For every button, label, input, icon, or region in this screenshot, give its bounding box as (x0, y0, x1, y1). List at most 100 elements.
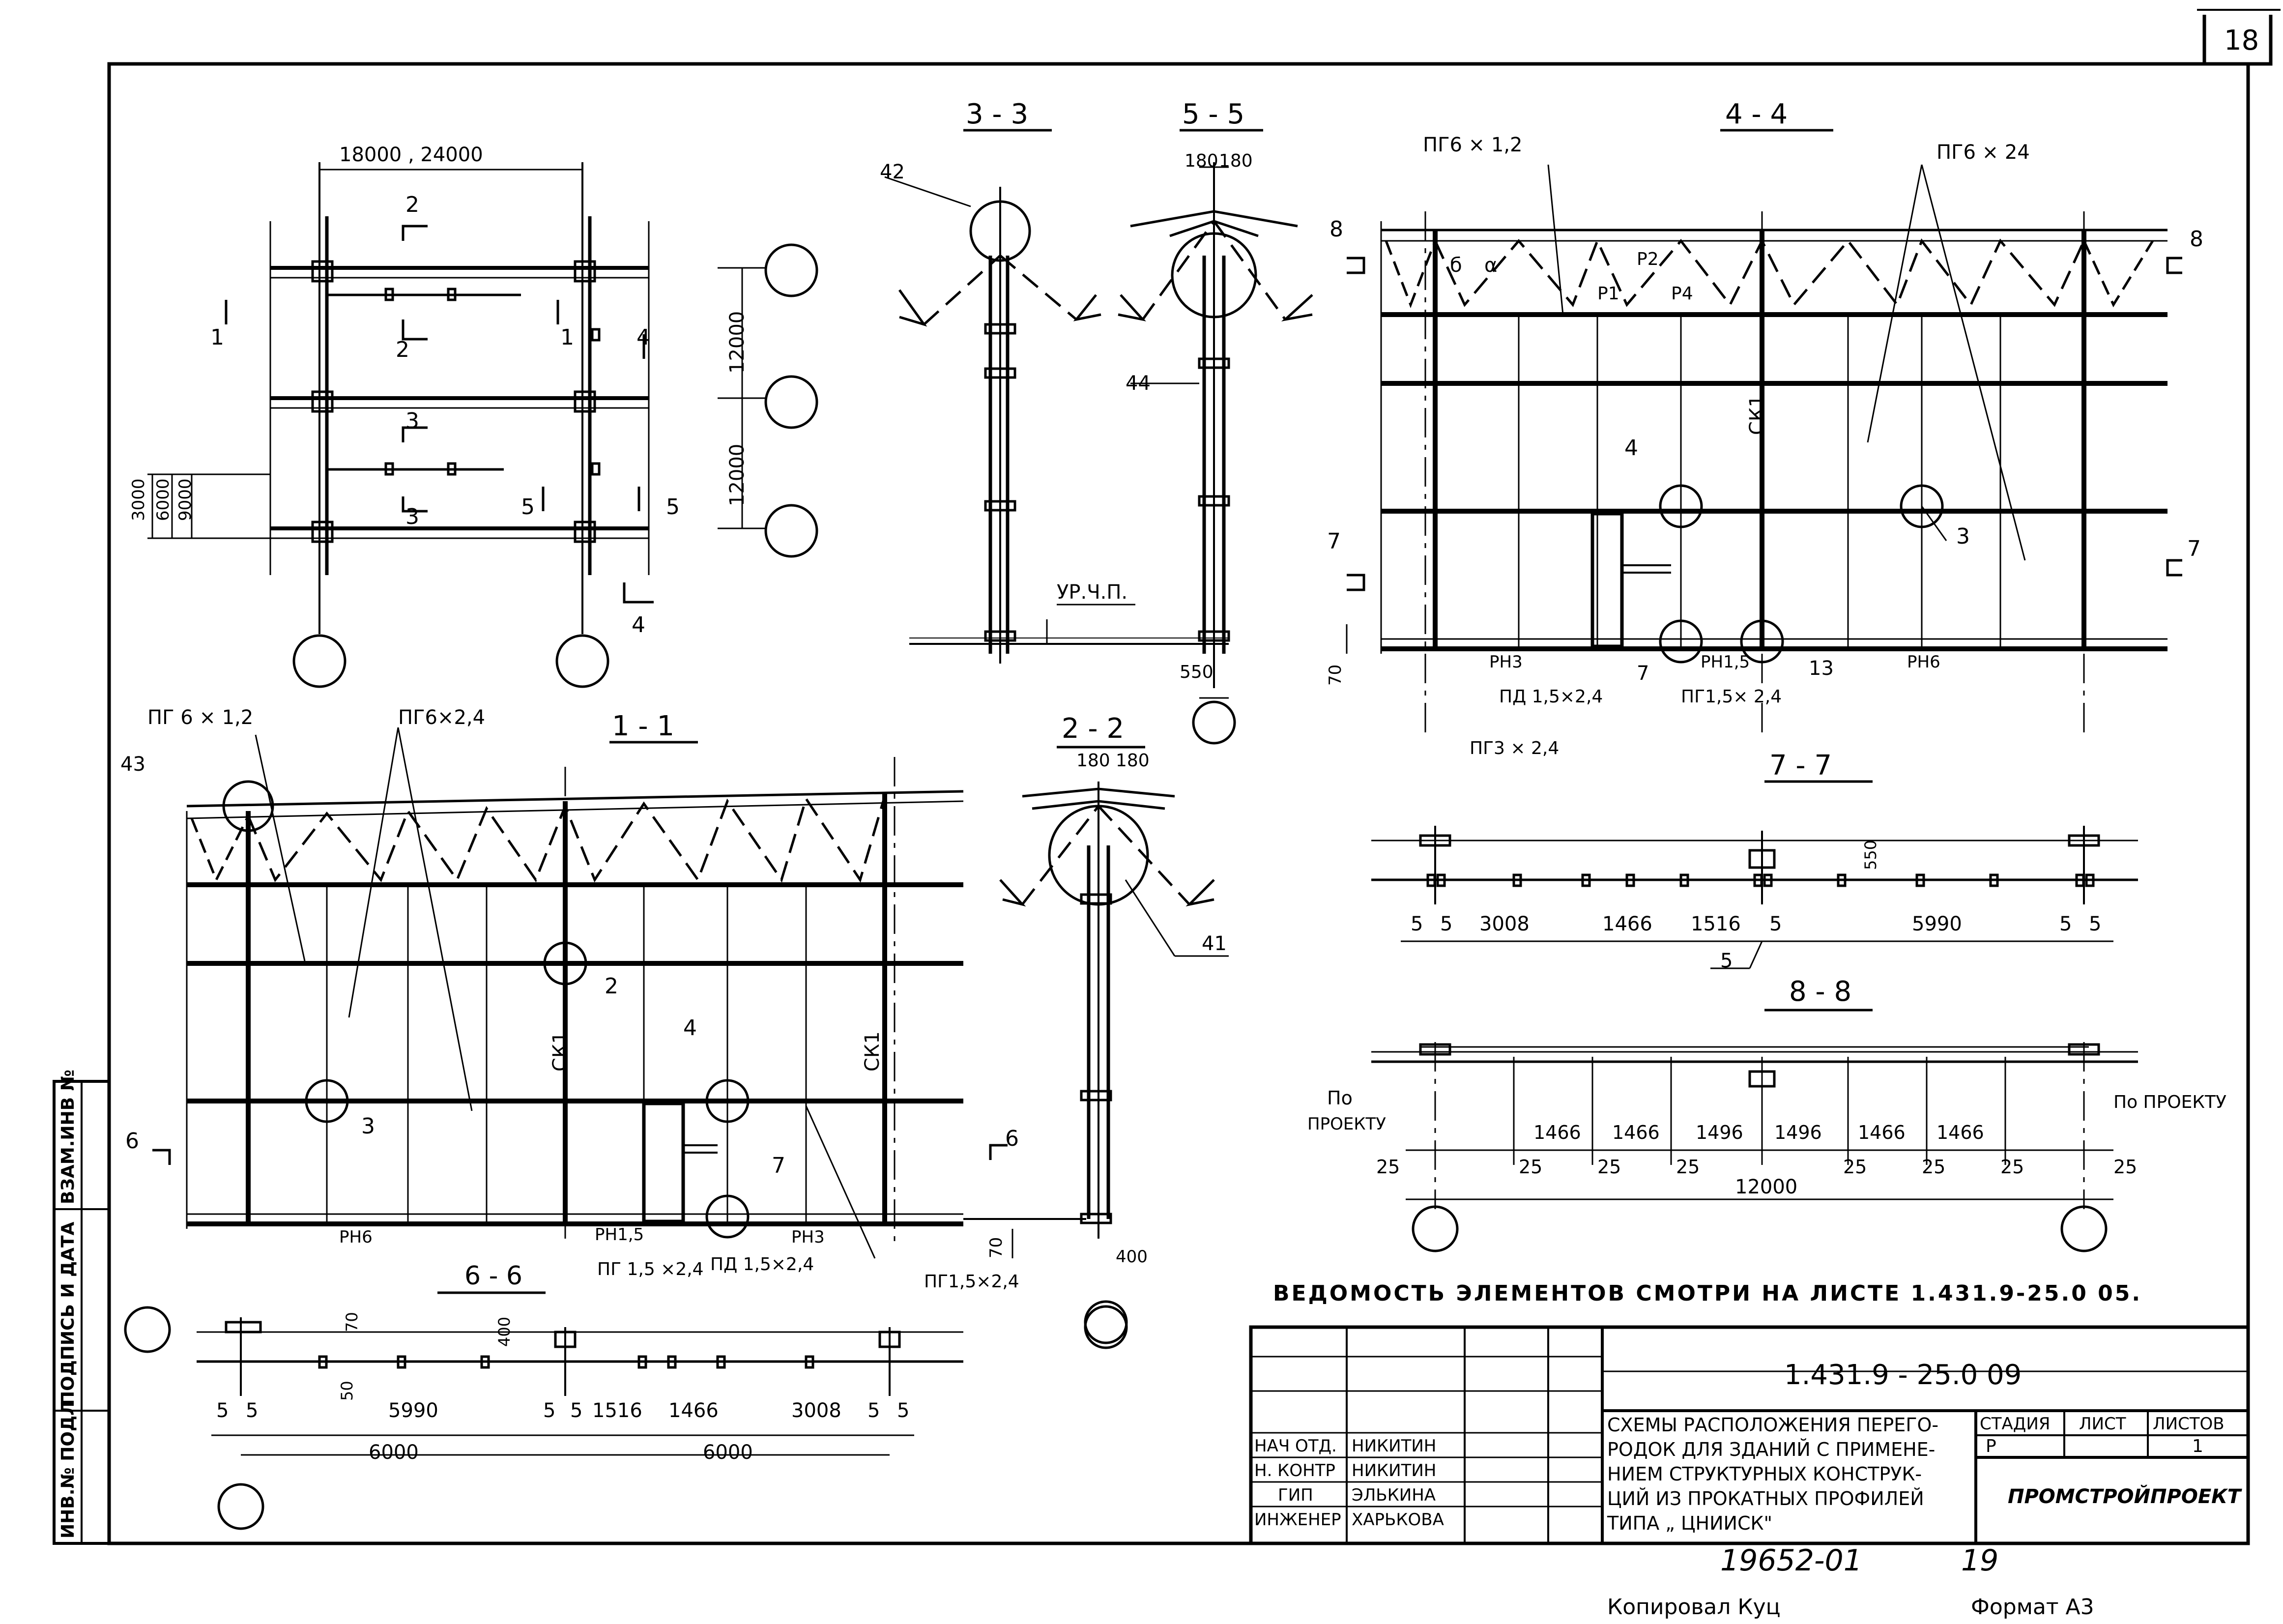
dim88-14: 25 (1922, 1156, 1946, 1178)
callout-13: 13 (1809, 657, 1834, 680)
plan-mark-2a: 2 (405, 192, 419, 217)
archive-page: 19 (1961, 1543, 1999, 1578)
callout-4b: 4 (683, 1015, 697, 1041)
label-ck1-b: СК1 (549, 1031, 572, 1072)
dim66-2: 5990 (388, 1399, 438, 1422)
sig-name-2: НИКИТИН (1352, 1461, 1437, 1480)
plan-dim-9000: 9000 (175, 478, 195, 521)
organization: ПРОМСТРОЙПРОЕКТ (2008, 1485, 2241, 1508)
dim66-7: 3008 (791, 1399, 841, 1422)
label-pg6x24-top: ПГ6 × 24 (1936, 141, 2030, 164)
copied-by: Копировал Куц (1607, 1595, 1781, 1620)
sig-name-3: ЭЛЬКИНА (1352, 1485, 1436, 1505)
title-block-frame (1249, 1325, 2250, 1545)
plan-mark-3a: 3 (405, 408, 419, 434)
label-pg3: ПГ3 × 2,4 (1470, 738, 1560, 758)
plan-dim-3000: 3000 (129, 478, 148, 521)
label-rn3: РН3 (1489, 652, 1523, 672)
floor-level-label: УР.Ч.П. (1057, 581, 1128, 604)
dim66-3: 5 (543, 1399, 556, 1422)
section-2-2 (999, 746, 1229, 1349)
label-rn6: РН6 (1907, 652, 1940, 672)
dim88-7: 1466 (1936, 1122, 1984, 1143)
callout-43: 43 (120, 753, 145, 776)
plan-mark-4a: 4 (636, 325, 650, 350)
dim66-12: 50 (338, 1381, 356, 1401)
label-p1: Р1 (1597, 284, 1619, 304)
section-title-7-7: 7 - 7 (1769, 750, 1832, 782)
label-rn6-b: РН6 (339, 1227, 373, 1247)
section-title-4-4: 4 - 4 (1725, 98, 1788, 130)
callout-3b: 3 (361, 1114, 375, 1139)
label-pg15-c: ПГ1,5×2,4 (924, 1272, 1019, 1292)
section-8-8 (1371, 1009, 2138, 1252)
title-line-1: СХЕМЫ РАСПОЛОЖЕНИЯ ПЕРЕГО- (1607, 1414, 1939, 1436)
dim66-6: 1466 (668, 1399, 719, 1422)
dim77-4: 1516 (1691, 913, 1741, 935)
dim88-2: 1466 (1533, 1122, 1581, 1143)
label-rn3-b: РН3 (791, 1227, 825, 1247)
section-title-5-5: 5 - 5 (1182, 98, 1245, 130)
section-title-1-1: 1 - 1 (612, 710, 675, 742)
label-pd-a: ПД 1,5×2,4 (1499, 687, 1603, 707)
sheet-frame (53, 9, 2281, 1545)
dim88-13: 25 (1843, 1156, 1867, 1178)
cut-mark-8a: 8 (1329, 217, 1343, 242)
label-pg15-a: ПГ1,5× 2,4 (1681, 687, 1782, 707)
dim-180d: 180 (1116, 751, 1150, 771)
label-pd-b: ПД 1,5×2,4 (710, 1254, 814, 1275)
callout-7b: 7 (772, 1153, 785, 1178)
dim-70b: 70 (986, 1237, 1006, 1258)
callout-42: 42 (880, 161, 905, 183)
plan-mark-3b: 3 (405, 504, 419, 529)
plan-span-dim: 18000 , 24000 (339, 144, 483, 166)
sig-role-3: ГИП (1278, 1485, 1313, 1505)
plan-mark-2b: 2 (396, 337, 409, 362)
label-p2: Р2 (1637, 249, 1659, 269)
plan-mark-5a: 5 (521, 494, 535, 520)
dim66-0: 5 (216, 1399, 229, 1422)
plan-dim-12000-b: 12000 (726, 443, 749, 506)
label-alpha: α (1484, 254, 1498, 277)
sheet-header: ЛИСТ (2079, 1414, 2126, 1434)
sig-name-1: НИКИТИН (1352, 1436, 1437, 1456)
drawing-note: ВЕДОМОСТЬ ЭЛЕМЕНТОВ СМОТРИ НА ЛИСТЕ 1.43… (1273, 1281, 2142, 1306)
plan-view (147, 162, 818, 688)
label-ck1-a: СК1 (1746, 395, 1768, 435)
cut-mark-6b: 6 (1005, 1126, 1019, 1151)
dim77-0: 5 (1411, 913, 1423, 935)
cut-mark-8b: 8 (2190, 227, 2203, 252)
plan-dim-6000: 6000 (153, 478, 173, 521)
dim66-14: 400 (495, 1316, 514, 1347)
stage-header: СТАДИЯ (1980, 1414, 2051, 1434)
section-7-7 (1371, 780, 2138, 969)
dim77-6: 5990 (1912, 913, 1962, 935)
dim88-15: 25 (2000, 1156, 2024, 1178)
dim88-6: 1466 (1858, 1122, 1906, 1143)
side-stamp-signature: ПОДПИСЬ И ДАТА (58, 1221, 78, 1406)
dim88-17: 12000 (1735, 1176, 1798, 1198)
callout-7a: 7 (1637, 662, 1649, 685)
sheets-value: 1 (2192, 1436, 2203, 1456)
dim77-1: 5 (1440, 913, 1453, 935)
sig-role-2: Н. КОНТР (1254, 1461, 1335, 1480)
section-title-6-6: 6 - 6 (464, 1261, 522, 1291)
dim-180a: 180 (1185, 151, 1218, 171)
sheets-header: ЛИСТОВ (2153, 1414, 2225, 1434)
dim77-3: 1466 (1602, 913, 1652, 935)
callout-4a: 4 (1624, 435, 1638, 461)
dim88-3: 1466 (1612, 1122, 1660, 1143)
title-line-3: НИЕМ СТРУКТУРНЫХ КОНСТРУК- (1607, 1463, 1922, 1485)
section-title-3-3: 3 - 3 (966, 98, 1029, 130)
label-b: б (1450, 254, 1462, 277)
dim77-10: 5 (1720, 950, 1733, 972)
section-6-6 (124, 1291, 1128, 1530)
section-4-4 (1346, 129, 2182, 737)
callout-44: 44 (1126, 372, 1151, 395)
sig-role-4: ИНЖЕНЕР (1254, 1510, 1341, 1530)
dim77-5: 5 (1769, 913, 1782, 935)
dim66-13: 70 (343, 1312, 361, 1332)
section-1-1 (152, 727, 1086, 1259)
